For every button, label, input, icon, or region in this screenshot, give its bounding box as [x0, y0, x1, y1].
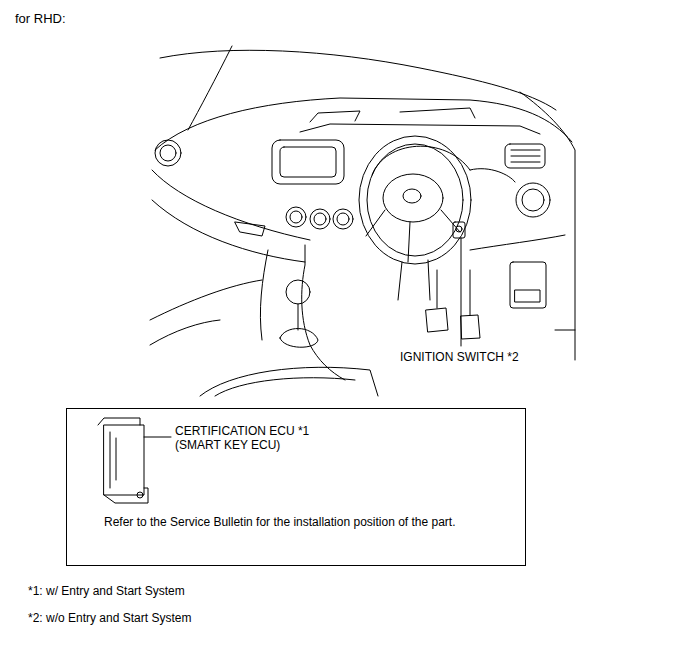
note-text: Refer to the Service Bulletin for the in…: [104, 515, 456, 529]
footnote: *2: w/o Entry and Start System: [28, 611, 191, 625]
part-label: IGNITION SWITCH *2: [400, 350, 519, 364]
page-title: for RHD:: [15, 12, 66, 26]
location-box: CERTIFICATION ECU *1 (SMART KEY ECU) Refe…: [66, 408, 526, 566]
part-name: CERTIFICATION ECU *1 (SMART KEY ECU): [175, 424, 335, 452]
footnote: *1: w/ Entry and Start System: [28, 584, 185, 598]
